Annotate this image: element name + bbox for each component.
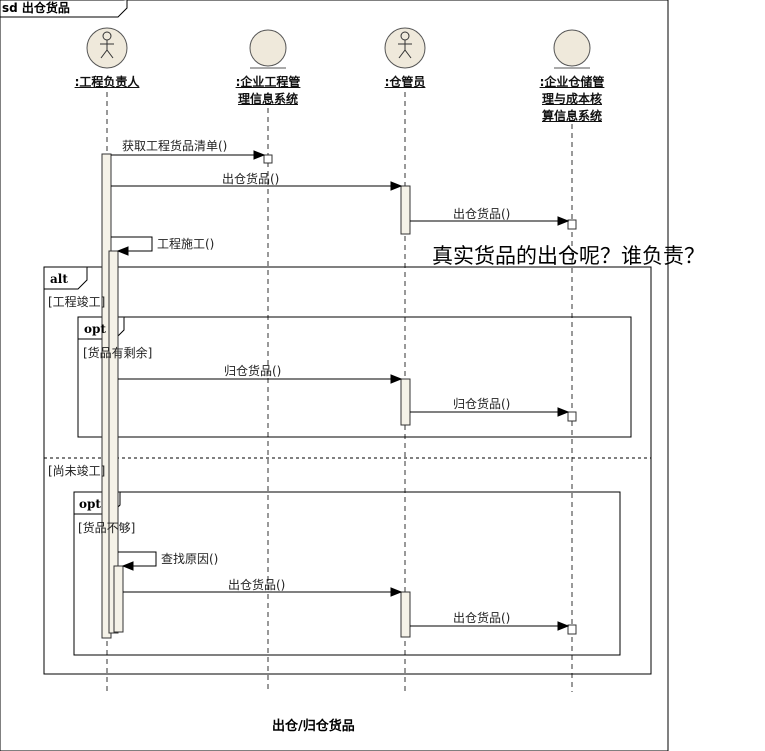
message-project-construction: 工程施工()	[157, 237, 215, 251]
message-return-goods-1: 归仓货品()	[224, 364, 282, 378]
alt-keyword: alt	[50, 272, 68, 286]
participant-label-engineer: :工程负责人	[74, 75, 140, 89]
alt-guard-not-completed: [尚未竣工]	[48, 464, 106, 478]
opt-keyword-surplus: opt	[84, 322, 106, 336]
entity-icon-project-mis	[249, 29, 287, 69]
actor-icon-engineer	[86, 27, 128, 69]
message-get-goods-list: 获取工程货品清单()	[122, 139, 228, 153]
alt-guard-completed: [工程竣工]	[48, 295, 106, 309]
message-outbound-goods-1: 出仓货品()	[222, 172, 280, 186]
lifelines	[106, 92, 573, 692]
opt-guard-surplus: [货品有剩余]	[83, 346, 153, 360]
actor-icon-storekeeper	[384, 27, 426, 69]
message-return-goods-2: 归仓货品()	[453, 397, 511, 411]
message-outbound-goods-3: 出仓货品()	[228, 578, 286, 592]
message-outbound-goods-4: 出仓货品()	[453, 611, 511, 625]
frame-title: sd 出仓货品	[2, 1, 70, 15]
frame-title-tab	[0, 0, 128, 18]
message-arrows	[111, 150, 570, 631]
opt-keyword-shortage: opt	[79, 497, 101, 511]
opt-fragment-shortage	[73, 491, 621, 656]
diagram-frame	[0, 0, 669, 751]
diagram-caption: 出仓/归仓货品	[272, 719, 355, 734]
annotation-note: 真实货品的出仓呢？谁负责？	[432, 244, 705, 268]
entity-icon-warehouse-system	[553, 29, 591, 69]
activation-bars	[101, 153, 577, 639]
alt-fragment	[43, 266, 652, 675]
message-outbound-goods-2: 出仓货品()	[453, 207, 511, 221]
participant-label-project-mis: :企业工程管 理信息系统	[235, 75, 301, 106]
participant-label-warehouse-system: :企业仓储管 理与成本核 算信息系统	[539, 75, 605, 123]
participant-label-storekeeper: :仓管员	[384, 75, 426, 89]
message-find-cause: 查找原因()	[161, 552, 219, 566]
opt-fragment-surplus	[77, 316, 632, 438]
opt-guard-shortage: [货品不够]	[78, 521, 136, 535]
